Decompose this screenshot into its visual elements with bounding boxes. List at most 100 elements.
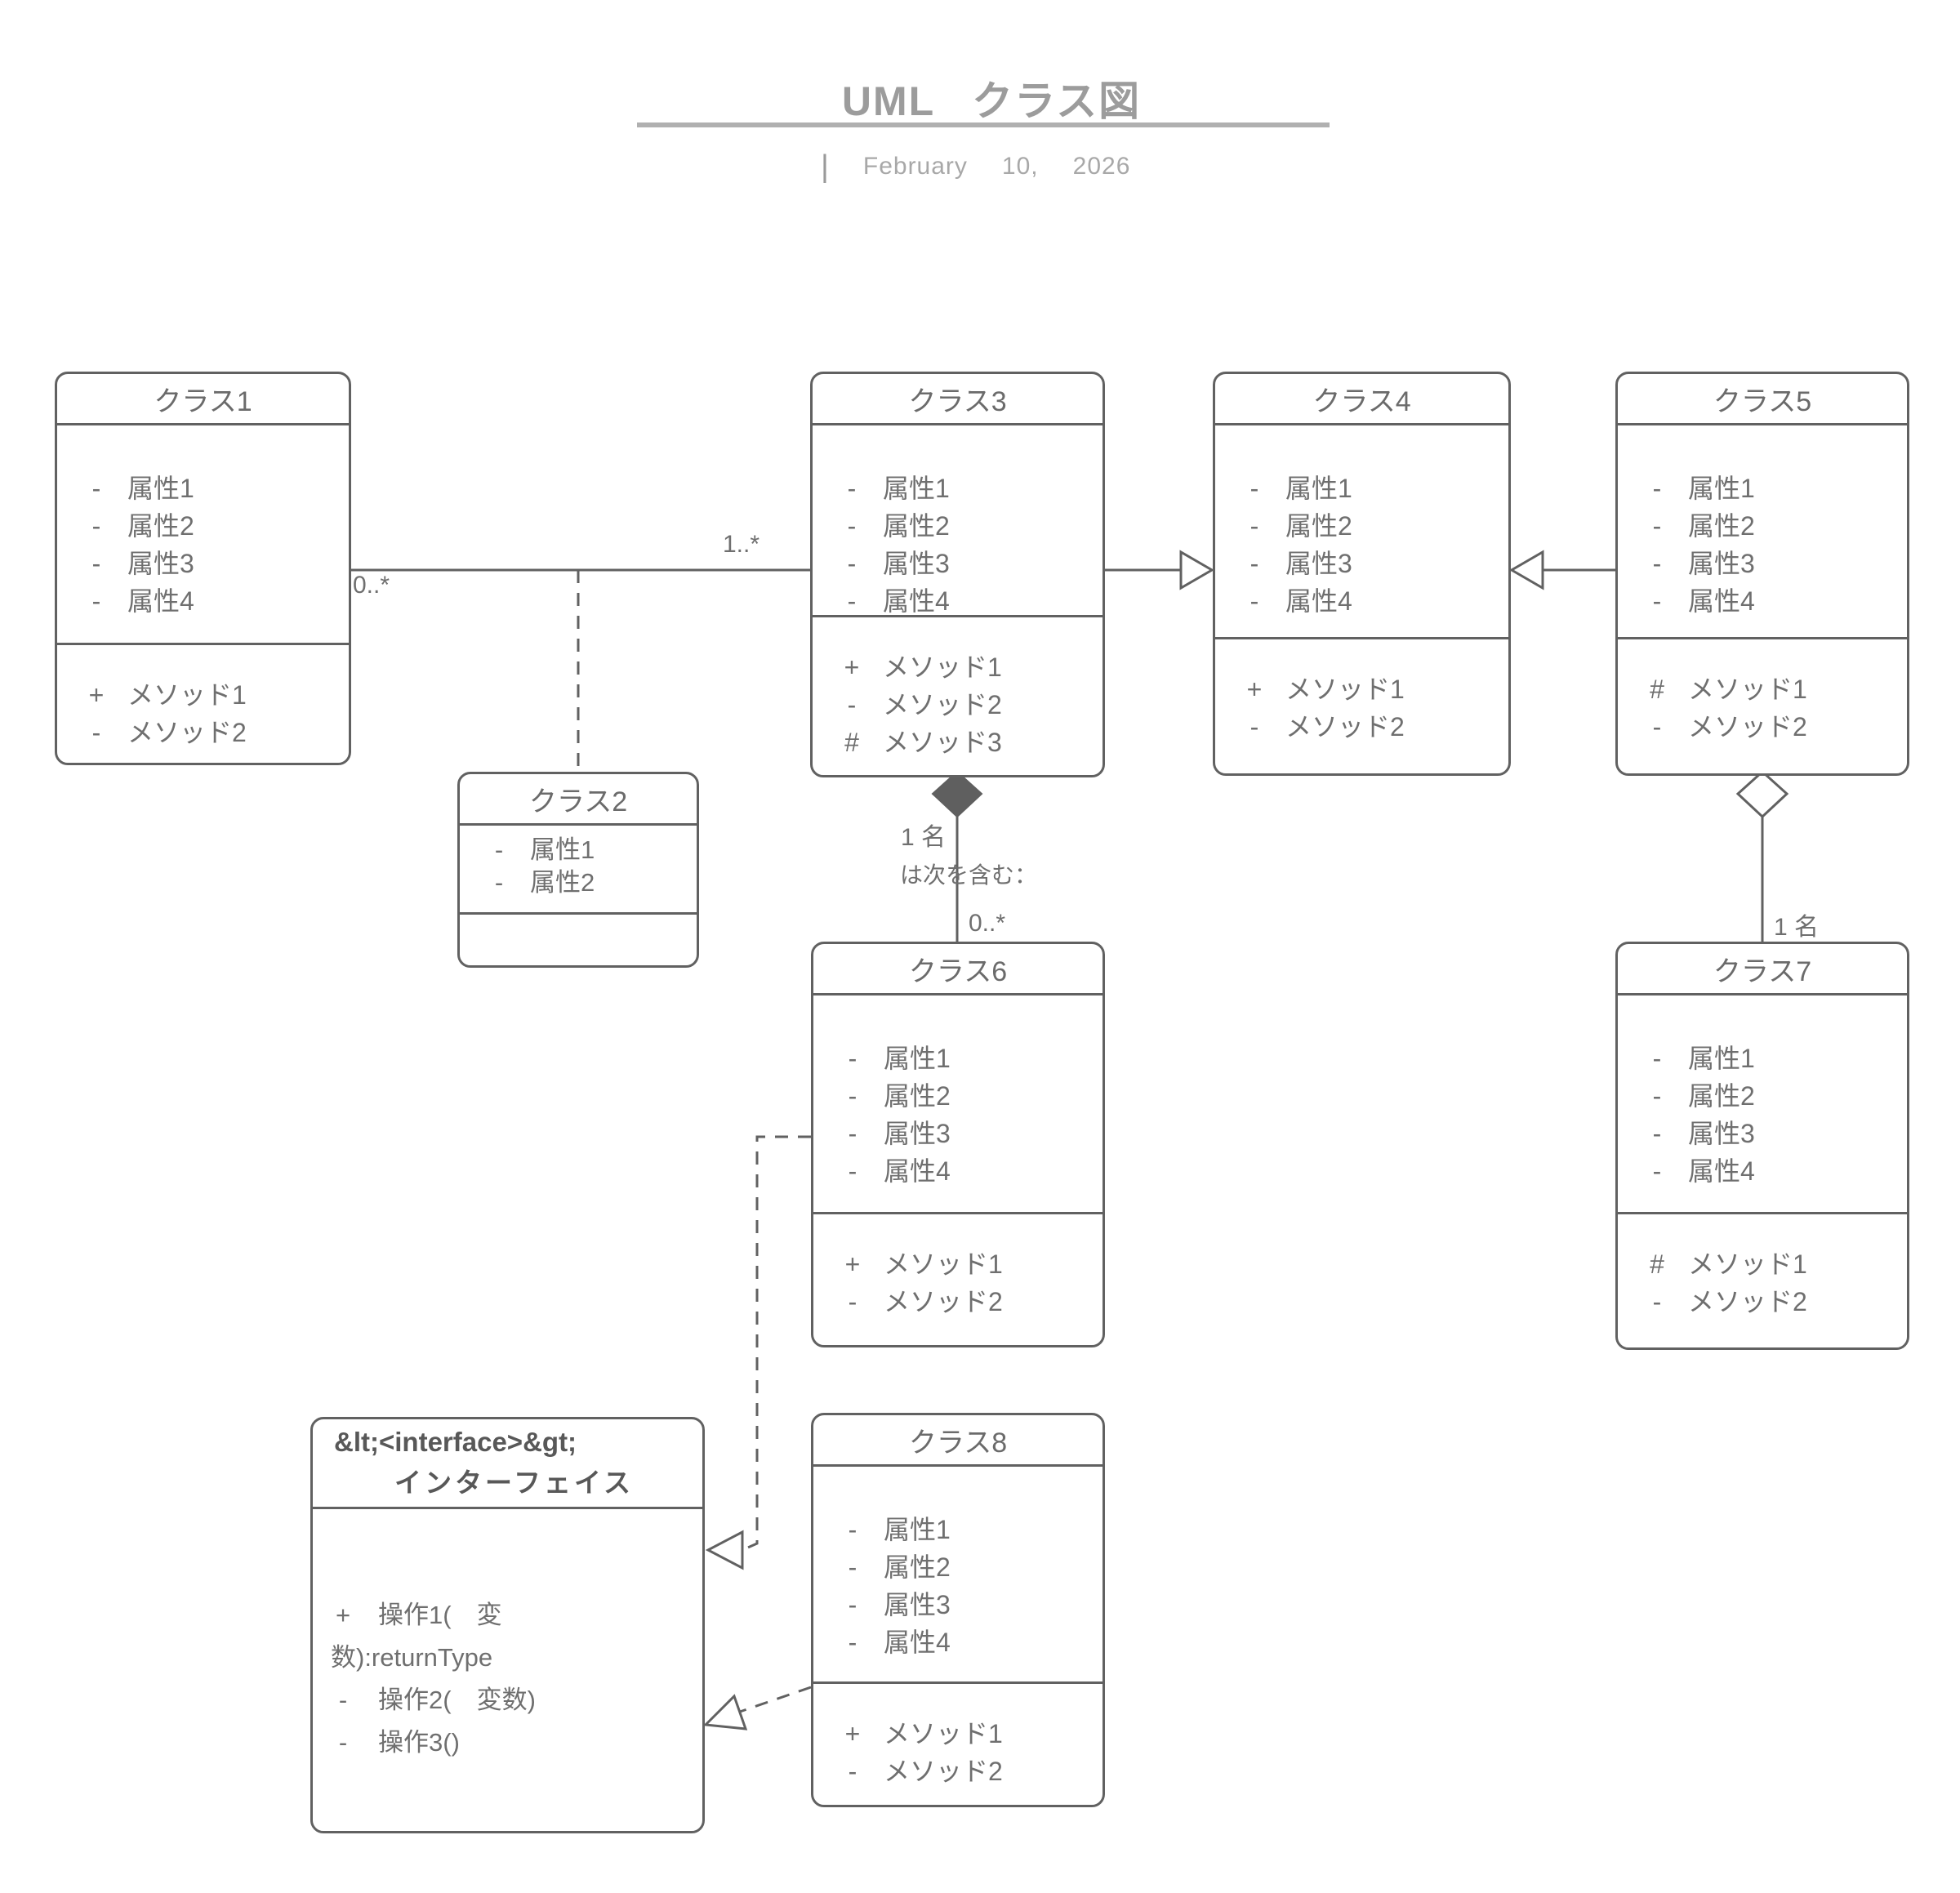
member-row: -属性3 <box>841 1586 1094 1624</box>
member-label: メソッド1 <box>884 1719 1003 1748</box>
member-label: メソッド2 <box>1285 712 1405 742</box>
aggregation-class5-class7[interactable] <box>1735 769 1789 942</box>
visibility-prefix: - <box>848 1081 858 1111</box>
class5-box[interactable]: クラス5 -属性1-属性2-属性3-属性4 #メソッド1-メソッド2 <box>1615 372 1909 776</box>
member-label: 属性3 <box>883 549 950 578</box>
date-row: | February 10, 2026 <box>821 149 1130 185</box>
member-row: -メソッド2 <box>1646 1283 1899 1321</box>
composition-caption-label: は次を含む： <box>900 862 1038 888</box>
date-day: 10, <box>1001 153 1039 180</box>
class3-box[interactable]: クラス3 -属性1-属性2-属性3-属性4 +メソッド1-メソッド2#メソッド3 <box>810 372 1105 777</box>
aggregation-diamond-icon <box>1735 769 1789 819</box>
member-label: メソッド1 <box>127 680 247 710</box>
member-row: #メソッド3 <box>840 724 1094 761</box>
interface-header: &lt;<interface>&gt; インターフェイス <box>313 1419 702 1509</box>
visibility-prefix: - <box>338 1686 348 1714</box>
member-row: + メソッド1 <box>841 1715 1094 1753</box>
member-row: -属性3 <box>85 545 341 582</box>
visibility-prefix: - <box>848 1757 858 1786</box>
realization-class6-interface[interactable] <box>705 1135 811 1570</box>
class8-methods: +メソッド1-メソッド2 <box>813 1681 1102 1805</box>
member-label: 属性4 <box>127 586 194 616</box>
class6-methods: +メソッド1-メソッド2 <box>813 1212 1102 1345</box>
member-label: メソッド1 <box>1285 675 1405 704</box>
member-row: -属性2 <box>841 1077 1094 1115</box>
visibility-prefix: - <box>91 586 101 616</box>
member-label: 属性2 <box>884 1081 951 1111</box>
member-row: # メソッド1 <box>1646 670 1899 708</box>
member-label: 属性4 <box>884 1628 951 1657</box>
generalization-class5-class4[interactable] <box>1509 550 1615 590</box>
member-row: -属性1 <box>488 834 688 866</box>
realization-arrowhead-icon <box>702 1694 748 1730</box>
member-label: メソッド1 <box>1688 675 1807 704</box>
visibility-prefix: - <box>848 1590 858 1619</box>
visibility-prefix: - <box>91 474 101 503</box>
member-label: メソッド3 <box>883 728 1002 757</box>
member-label: 属性1 <box>1688 474 1755 503</box>
class2-attributes: -属性1-属性2 <box>460 826 697 912</box>
member-row: -属性2 <box>840 507 1094 545</box>
member-row: + メソッド1 <box>85 676 341 714</box>
member-label: 属性2 <box>1688 1081 1755 1111</box>
class6-box[interactable]: クラス6 -属性1-属性2-属性3-属性4 +メソッド1-メソッド2 <box>811 942 1105 1347</box>
member-row: -属性4 <box>1646 582 1899 620</box>
visibility-prefix: - <box>1652 474 1662 503</box>
class6-title: クラス6 <box>813 944 1102 995</box>
member-row: - 操作2( 変数) <box>331 1679 696 1722</box>
visibility-prefix: - <box>847 474 857 503</box>
interface-box[interactable]: &lt;<interface>&gt; インターフェイス +操作1( 変数):r… <box>310 1417 705 1833</box>
visibility-prefix: - <box>847 586 857 615</box>
member-row: -属性2 <box>1646 507 1899 545</box>
class2-box[interactable]: クラス2 -属性1-属性2 <box>457 772 699 968</box>
member-row: -属性4 <box>85 582 341 620</box>
visibility-prefix: - <box>1250 586 1259 616</box>
member-label: 属性3 <box>884 1590 951 1619</box>
visibility-prefix: # <box>1650 1249 1664 1279</box>
member-label: 操作2( 変数) <box>378 1686 536 1714</box>
realization-arrowhead-icon <box>705 1530 744 1570</box>
member-label: 属性3 <box>127 549 194 578</box>
composition-diamond-icon <box>931 770 983 818</box>
member-row: -メソッド2 <box>840 686 1094 724</box>
member-label: 属性2 <box>127 511 194 541</box>
class7-attributes: -属性1-属性2-属性3-属性4 <box>1618 995 1907 1212</box>
visibility-prefix: - <box>848 1119 858 1148</box>
generalization-class3-class4[interactable] <box>1105 550 1214 590</box>
generalization-arrowhead-icon <box>1509 550 1544 590</box>
visibility-prefix: - <box>1652 1081 1662 1111</box>
member-label: 属性3 <box>1688 1119 1755 1148</box>
member-label: メソッド1 <box>884 1249 1003 1279</box>
class1-box[interactable]: クラス1 -属性1-属性2-属性3-属性4 +メソッド1-メソッド2 <box>55 372 351 765</box>
class4-box[interactable]: クラス4 -属性1-属性2-属性3-属性4 +メソッド1-メソッド2 <box>1213 372 1511 776</box>
member-row: -属性4 <box>840 582 1094 615</box>
member-label: 属性3 <box>884 1119 951 1148</box>
date-month: February <box>862 153 968 180</box>
member-label: 属性4 <box>1285 586 1352 616</box>
class7-box[interactable]: クラス7 -属性1-属性2-属性3-属性4 #メソッド1-メソッド2 <box>1615 942 1909 1350</box>
visibility-prefix: + <box>88 680 105 710</box>
member-row: -属性1 <box>841 1511 1094 1548</box>
member-label: 属性1 <box>1688 1044 1755 1073</box>
visibility-prefix: + <box>844 653 860 682</box>
visibility-prefix: # <box>1650 675 1664 704</box>
visibility-prefix: + <box>844 1719 861 1748</box>
visibility-prefix: - <box>494 868 504 897</box>
member-label: 属性4 <box>1688 1156 1755 1186</box>
generalization-arrowhead-icon <box>1179 550 1214 590</box>
member-row: -属性1 <box>841 1040 1094 1077</box>
member-row: -属性3 <box>1243 545 1500 582</box>
composition-class3-class6[interactable] <box>931 770 983 942</box>
member-label: 属性1 <box>1285 474 1352 503</box>
class8-box[interactable]: クラス8 -属性1-属性2-属性3-属性4 +メソッド1-メソッド2 <box>811 1413 1105 1807</box>
member-row: -属性2 <box>488 866 688 899</box>
member-row: -メソッド2 <box>85 714 341 751</box>
visibility-prefix: - <box>1652 586 1662 616</box>
interface-name: インターフェイス <box>394 1467 635 1498</box>
realization-class8-interface[interactable] <box>702 1686 812 1730</box>
class2-title: クラス2 <box>460 774 697 826</box>
visibility-prefix: - <box>847 511 857 541</box>
class7-methods: #メソッド1-メソッド2 <box>1618 1212 1907 1347</box>
class3-title: クラス3 <box>813 374 1102 425</box>
